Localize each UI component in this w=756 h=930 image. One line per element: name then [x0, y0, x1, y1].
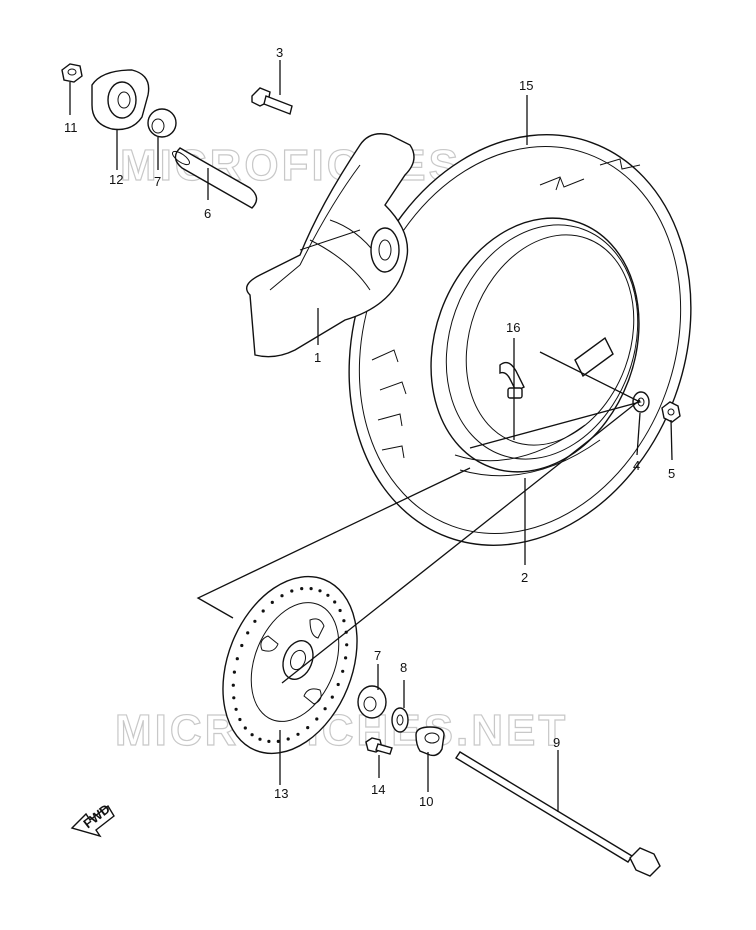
drill-hole: [234, 707, 238, 711]
drill-hole: [246, 631, 250, 635]
callout-12: 12: [109, 172, 123, 187]
drill-hole: [250, 733, 254, 737]
callout-9: 9: [553, 735, 560, 750]
drill-hole: [336, 682, 340, 687]
drill-hole: [296, 732, 300, 736]
callout-6: 6: [204, 206, 211, 221]
watermark-bottom: MICROFICHES.NET: [115, 706, 568, 755]
drill-hole: [276, 739, 280, 744]
bearing-7-top: [147, 108, 177, 138]
callout-5: 5: [668, 466, 675, 481]
drill-hole: [240, 643, 244, 648]
drill-hole: [309, 587, 313, 591]
drill-hole: [341, 669, 345, 673]
callout-13: 13: [274, 786, 288, 801]
callout-10: 10: [419, 794, 433, 809]
drill-hole: [280, 594, 284, 598]
callout-14: 14: [371, 782, 385, 797]
drill-hole: [267, 739, 271, 744]
axle-9: [455, 751, 661, 877]
drill-hole: [253, 619, 257, 623]
drill-hole: [232, 670, 236, 674]
drill-hole: [338, 608, 342, 613]
rim: [454, 424, 601, 477]
callout-7-top: 7: [154, 174, 161, 189]
drill-hole: [238, 717, 242, 722]
drill-hole: [231, 683, 235, 687]
callout-11: 11: [64, 120, 78, 135]
callout-2: 2: [521, 570, 528, 585]
bolt-14: [365, 737, 393, 755]
leader-lines: [69, 60, 673, 812]
drill-hole: [290, 589, 294, 593]
drill-hole: [232, 696, 236, 700]
callout-15: 15: [519, 78, 533, 93]
callout-4: 4: [633, 458, 640, 473]
drill-hole: [318, 589, 322, 593]
drill-hole: [344, 656, 348, 660]
spacer-tube-6: [171, 147, 258, 209]
bearing-7-bottom: [357, 685, 387, 719]
collar-10: [415, 726, 445, 757]
callout-16: 16: [506, 320, 520, 335]
nut-11: [61, 63, 83, 83]
wheel-hub: [246, 133, 415, 358]
bolt-3: [251, 87, 293, 115]
fwd-arrow-icon: FWD: [70, 801, 115, 838]
drill-hole: [330, 695, 334, 699]
drill-hole: [261, 609, 265, 613]
seal-8: [391, 707, 409, 733]
drill-hole: [258, 737, 262, 741]
drill-hole: [315, 717, 319, 721]
drill-hole: [326, 593, 330, 597]
drill-hole: [306, 726, 310, 730]
callout-8: 8: [400, 660, 407, 675]
callout-1: 1: [314, 350, 321, 365]
callout-3: 3: [276, 45, 283, 60]
drill-hole: [345, 643, 349, 647]
rim-weight: [574, 336, 614, 378]
drill-hole: [300, 587, 304, 591]
nut-5: [661, 401, 681, 423]
disc-holes: [231, 587, 349, 744]
drill-hole: [333, 600, 337, 604]
drum-12: [91, 69, 150, 131]
drill-hole: [243, 726, 247, 730]
brake-disc: [222, 575, 358, 755]
tire: [348, 134, 692, 546]
callout-7-bottom: 7: [374, 648, 381, 663]
drill-hole: [323, 707, 327, 711]
air-valve: [499, 361, 525, 399]
drill-hole: [286, 737, 290, 741]
drill-hole: [270, 600, 274, 605]
drill-hole: [342, 619, 346, 623]
drill-hole: [235, 657, 239, 661]
